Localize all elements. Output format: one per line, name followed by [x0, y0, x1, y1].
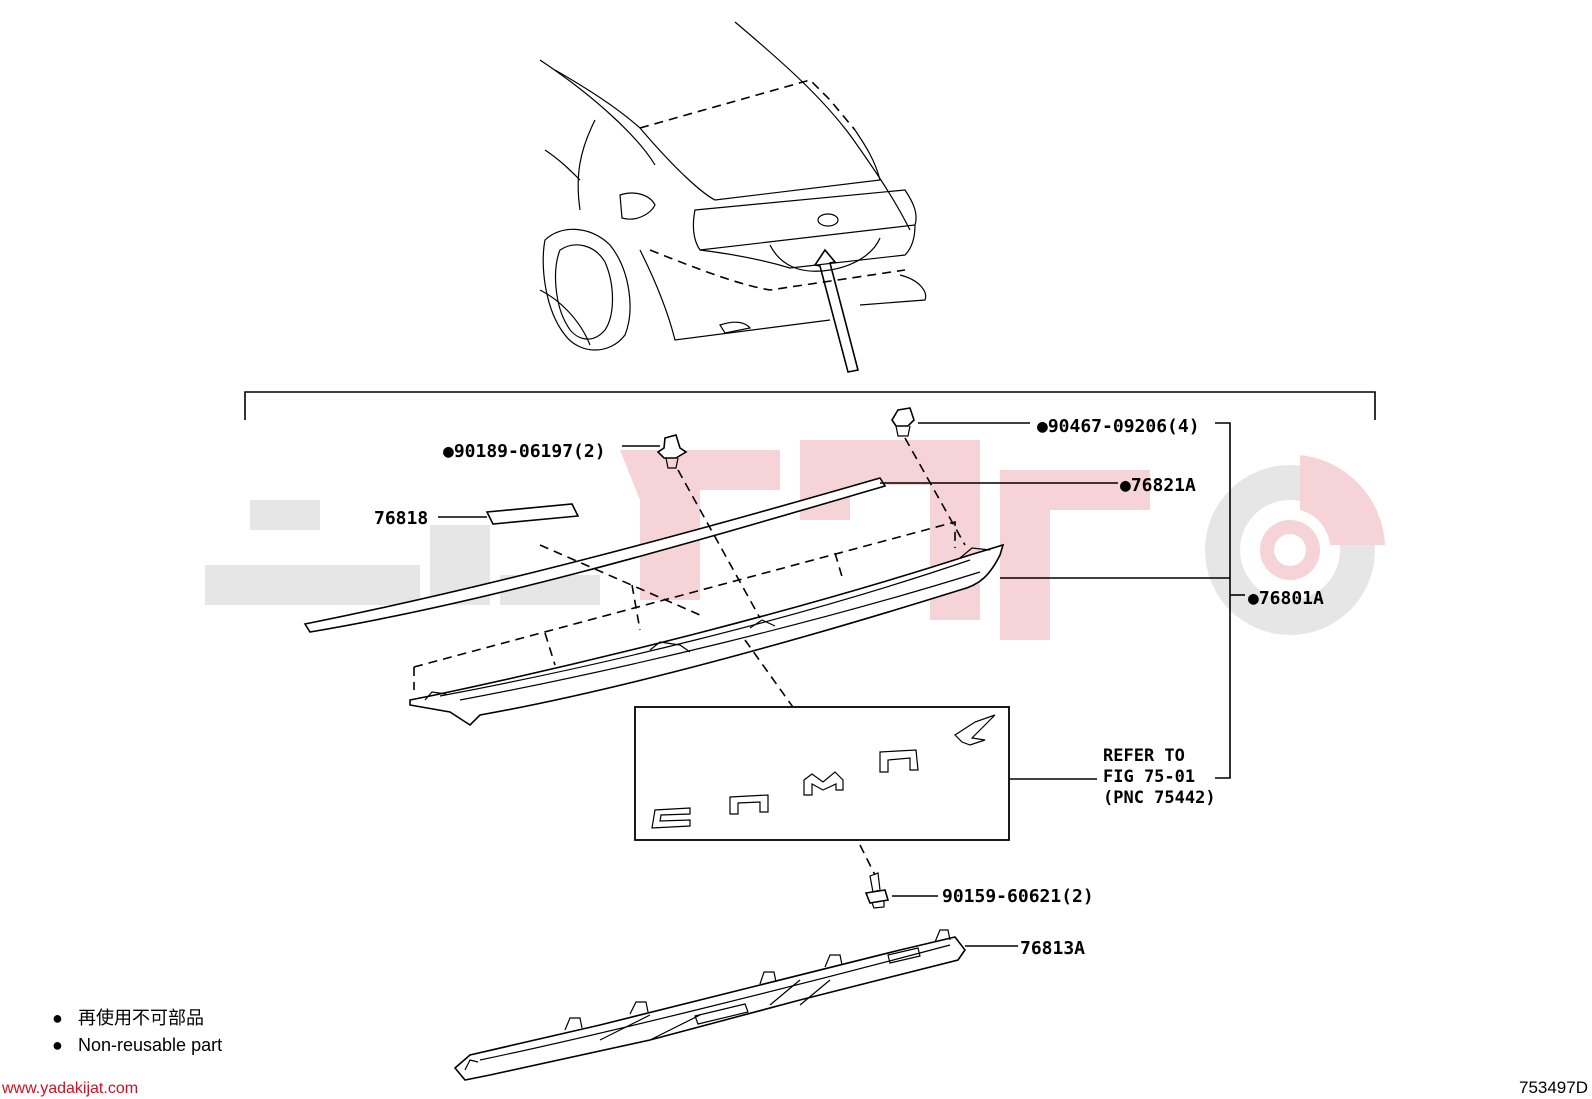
assembly-bracket — [244, 391, 1376, 420]
lower-garnish-part — [453, 929, 966, 1081]
legend-text-en: Non-reusable part — [78, 1035, 222, 1055]
emblem-box — [634, 706, 1010, 841]
screw-icon — [864, 872, 890, 909]
alignment-lines — [413, 437, 966, 876]
label-clip-right: ●90467-09206(4) — [1037, 416, 1200, 437]
label-upper-moulding: ●76821A — [1120, 475, 1196, 496]
tape-part — [485, 503, 580, 525]
legend-text-jp: 再使用不可部品 — [78, 1008, 204, 1028]
figure-code: 753497D — [1519, 1078, 1588, 1097]
watermark-url: www.yadakijat.com — [1, 1080, 138, 1097]
legend-marker-1: ● — [52, 1008, 63, 1028]
reference-note-line-2: FIG 75-01 — [1103, 767, 1195, 787]
label-clip-left: ●90189-06197(2) — [443, 441, 606, 462]
reference-note-line-3: (PNC 75442) — [1103, 788, 1216, 808]
upper-moulding-part — [303, 477, 887, 633]
label-screw: 90159-60621(2) — [942, 886, 1094, 907]
label-lower-garnish: 76813A — [1020, 938, 1085, 959]
label-garnish: ●76801A — [1248, 588, 1324, 609]
legend-marker-2: ● — [52, 1035, 63, 1055]
clip-right-icon — [891, 407, 915, 437]
garnish-part — [409, 543, 1005, 727]
watermark-logo — [205, 440, 1385, 640]
car-rear-view — [539, 21, 927, 373]
label-tape: 76818 — [374, 508, 428, 529]
reference-note-line-1: REFER TO — [1103, 746, 1185, 766]
clip-left-icon — [656, 434, 688, 469]
garnish-bracket — [1215, 422, 1231, 779]
